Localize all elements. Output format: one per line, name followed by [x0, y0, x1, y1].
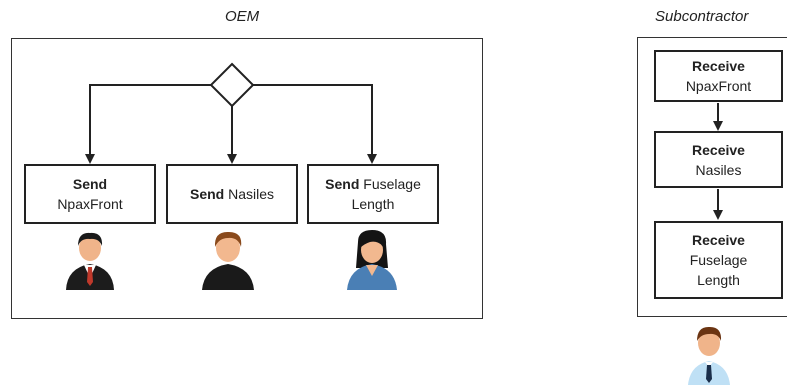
man-actor-icon [202, 231, 254, 290]
task-verb: Send [325, 176, 360, 192]
task-object: NpaxFront [57, 196, 123, 212]
subcontractor-actor-icon [688, 326, 730, 385]
task-verb: Send [189, 186, 225, 202]
task-receive-fuselage-length[interactable]: Receive Fuselage Length [654, 221, 783, 299]
task-verb: Receive [692, 232, 745, 248]
task-receive-npaxfront[interactable]: Receive NpaxFront [654, 50, 783, 102]
flow-arrow-right [253, 84, 377, 164]
oem-lane-title: OEM [225, 8, 260, 25]
gateway-diamond [209, 62, 255, 108]
woman-actor-icon [347, 230, 397, 290]
task-verb: Receive [692, 58, 745, 74]
task-object: NpaxFront [685, 78, 752, 94]
flow-arrow-left [85, 84, 211, 164]
task-verb: Receive [692, 141, 745, 158]
task-object: Nasiles [695, 161, 742, 178]
businessman-actor-icon [66, 232, 114, 290]
task-verb: Send [72, 176, 108, 192]
task-receive-nasiles[interactable]: Receive Nasiles [654, 131, 783, 188]
task-object: Fuselage Length [689, 252, 748, 288]
task-send-fuselage-length[interactable]: Send Fuselage Length [307, 164, 439, 224]
task-send-nasiles[interactable]: Send Nasiles [166, 164, 298, 224]
subcontractor-lane-title: Subcontractor [655, 8, 749, 25]
task-object: Nasiles [228, 186, 275, 202]
task-send-npaxfront[interactable]: Send NpaxFront [24, 164, 156, 224]
task-object: Fuselage Length [351, 176, 421, 212]
